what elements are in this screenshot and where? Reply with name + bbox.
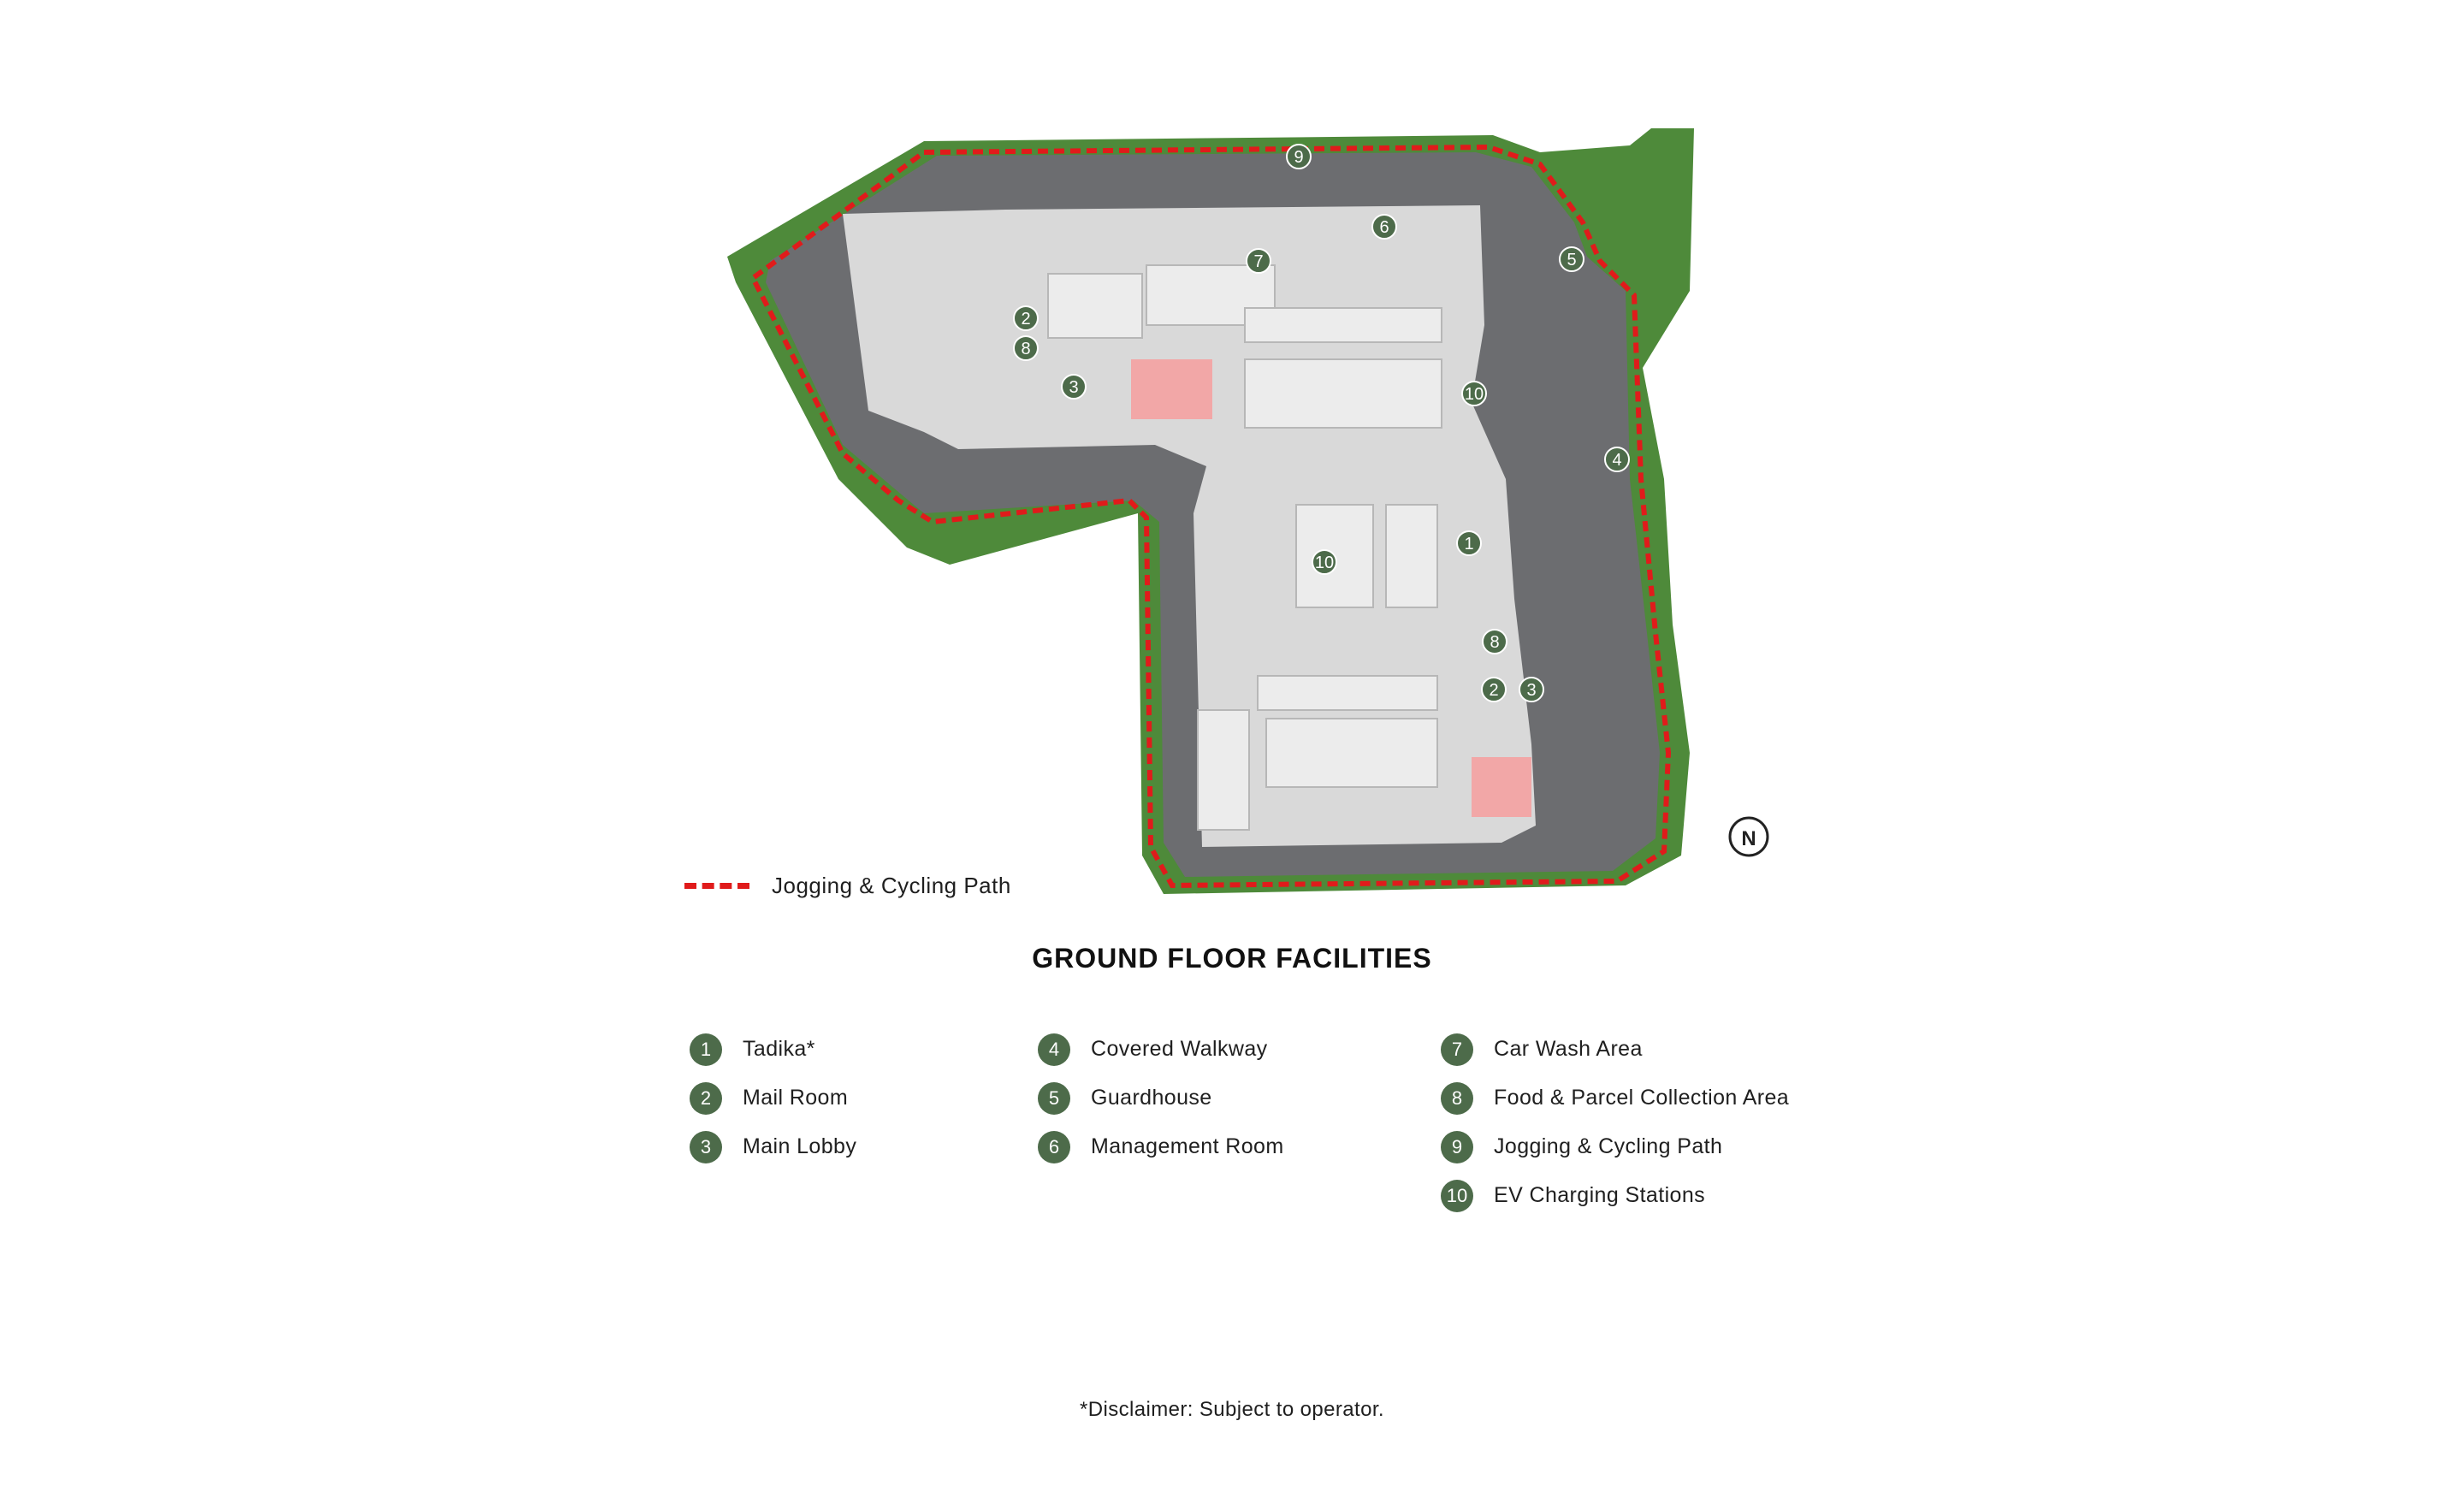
list-item: 4 Covered Walkway bbox=[1038, 1033, 1284, 1066]
legend-jogging-path: Jogging & Cycling Path bbox=[684, 873, 1011, 899]
svg-text:6: 6 bbox=[1379, 218, 1389, 237]
facility-label: Tadika* bbox=[743, 1037, 815, 1061]
facility-label: Food & Parcel Collection Area bbox=[1494, 1086, 1790, 1110]
svg-text:2: 2 bbox=[1489, 681, 1498, 700]
number-badge: 6 bbox=[1038, 1130, 1070, 1163]
svg-text:7: 7 bbox=[1253, 252, 1263, 271]
svg-text:4: 4 bbox=[1612, 451, 1621, 470]
disclaimer: *Disclaimer: Subject to operator. bbox=[1079, 1398, 1385, 1421]
number-badge: 3 bbox=[690, 1130, 722, 1163]
svg-text:3: 3 bbox=[1526, 681, 1536, 700]
facility-label: Mail Room bbox=[743, 1086, 849, 1110]
map-marker-1: 1 bbox=[1456, 530, 1482, 556]
parking-blocks bbox=[1047, 264, 1442, 831]
map-marker-9: 9 bbox=[1286, 144, 1312, 169]
facility-column-3: 7 Car Wash Area 8 Food & Parcel Collection… bbox=[1441, 1033, 1789, 1228]
map-marker-6: 6 bbox=[1371, 214, 1397, 240]
map-marker-7: 7 bbox=[1246, 248, 1271, 274]
svg-text:2: 2 bbox=[1021, 310, 1030, 329]
dashed-line-icon bbox=[684, 883, 749, 889]
map-marker-8-south: 8 bbox=[1482, 629, 1507, 654]
map-marker-10-center: 10 bbox=[1312, 549, 1337, 575]
number-badge: 10 bbox=[1441, 1179, 1473, 1212]
svg-text:8: 8 bbox=[1490, 633, 1499, 652]
facility-label: Jogging & Cycling Path bbox=[1494, 1134, 1723, 1158]
list-item: 5 Guardhouse bbox=[1038, 1081, 1284, 1115]
list-item: 9 Jogging & Cycling Path bbox=[1441, 1130, 1789, 1163]
map-marker-3-north: 3 bbox=[1061, 374, 1087, 400]
svg-text:1: 1 bbox=[1464, 535, 1473, 554]
number-badge: 5 bbox=[1038, 1081, 1070, 1115]
number-badge: 2 bbox=[690, 1081, 722, 1115]
list-item: 8 Food & Parcel Collection Area bbox=[1441, 1081, 1790, 1115]
number-badge: 7 bbox=[1441, 1033, 1473, 1066]
svg-text:10: 10 bbox=[1315, 554, 1334, 572]
map-marker-5: 5 bbox=[1559, 246, 1584, 272]
number-badge: 1 bbox=[690, 1033, 722, 1066]
facility-label: EV Charging Stations bbox=[1494, 1183, 1706, 1207]
facility-column-1: 1 Tadika* 2 Mail Room 3 Main Lobby bbox=[690, 1033, 856, 1180]
jogging-path-line bbox=[749, 144, 1672, 889]
north-arrow-icon: N bbox=[1728, 816, 1769, 857]
list-item: 10 EV Charging Stations bbox=[1441, 1179, 1789, 1212]
map-marker-2-south: 2 bbox=[1481, 677, 1507, 702]
page-title: GROUND FLOOR FACILITIES bbox=[1032, 943, 1432, 974]
legend-path-label: Jogging & Cycling Path bbox=[772, 873, 1011, 898]
number-badge: 9 bbox=[1441, 1130, 1473, 1163]
number-badge: 8 bbox=[1441, 1081, 1473, 1115]
number-badge: 4 bbox=[1038, 1033, 1070, 1066]
facility-label: Main Lobby bbox=[743, 1134, 857, 1158]
svg-text:8: 8 bbox=[1021, 340, 1030, 358]
list-item: 1 Tadika* bbox=[690, 1033, 856, 1066]
svg-text:5: 5 bbox=[1567, 251, 1576, 269]
map-marker-8-north: 8 bbox=[1013, 335, 1039, 361]
lobby-rooms bbox=[1131, 359, 1531, 817]
map-marker-3-south: 3 bbox=[1519, 677, 1544, 702]
facility-column-2: 4 Covered Walkway 5 Guardhouse 6 Management… bbox=[1038, 1033, 1284, 1180]
svg-text:3: 3 bbox=[1069, 378, 1078, 397]
svg-text:9: 9 bbox=[1294, 148, 1303, 167]
list-item: 7 Car Wash Area bbox=[1441, 1033, 1789, 1066]
list-item: 2 Mail Room bbox=[690, 1081, 856, 1115]
north-label: N bbox=[1741, 827, 1756, 850]
map-marker-4: 4 bbox=[1604, 447, 1630, 472]
map-marker-10-east: 10 bbox=[1461, 381, 1487, 406]
list-item: 3 Main Lobby bbox=[690, 1130, 857, 1163]
facility-label: Car Wash Area bbox=[1494, 1037, 1643, 1061]
map-marker-2-north: 2 bbox=[1013, 305, 1039, 331]
facility-label: Management Room bbox=[1091, 1134, 1284, 1158]
svg-text:10: 10 bbox=[1465, 385, 1484, 404]
list-item: 6 Management Room bbox=[1038, 1130, 1284, 1163]
facility-label: Guardhouse bbox=[1091, 1086, 1212, 1110]
facility-label: Covered Walkway bbox=[1091, 1037, 1268, 1061]
